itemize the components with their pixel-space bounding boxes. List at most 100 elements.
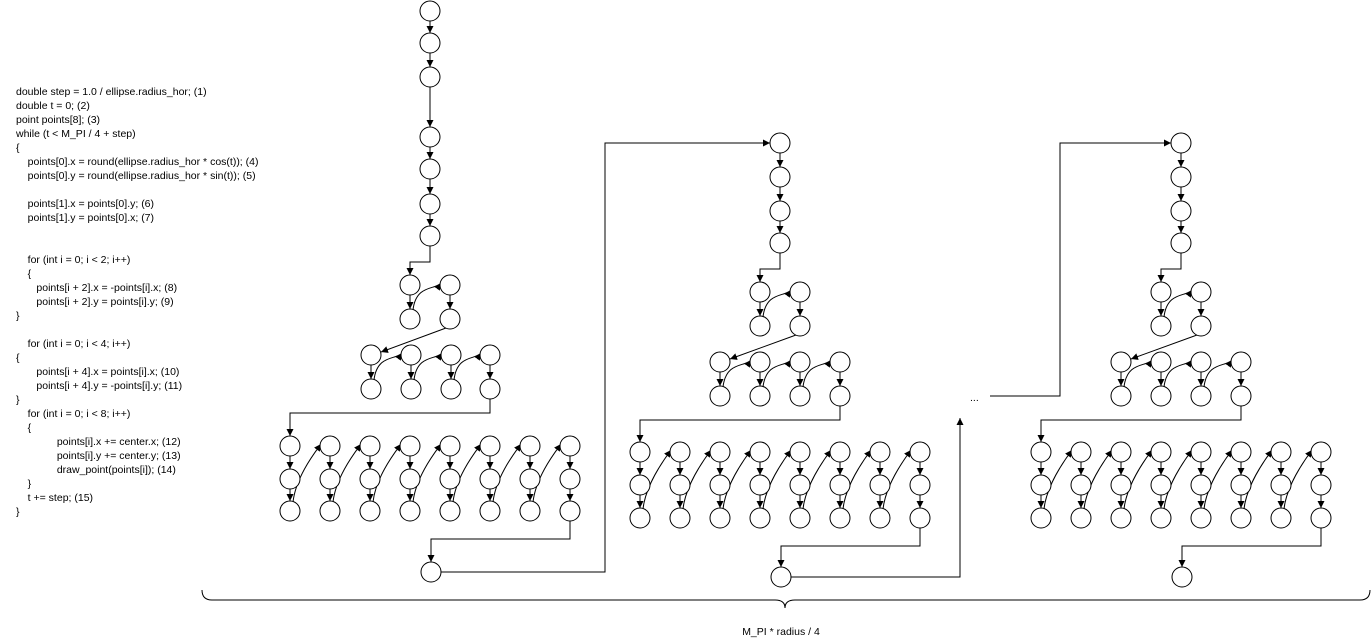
graph-edge [802, 449, 832, 510]
graph-node [319, 468, 341, 490]
code-line: { [16, 268, 32, 280]
graph-node [869, 474, 891, 496]
graph-node [1150, 474, 1172, 496]
graph-node [440, 344, 462, 366]
graph-node [709, 474, 731, 496]
brace-label: M_PI * radius / 4 [742, 626, 820, 638]
code-listing: double step = 1.0 / ellipse.radius_hor; … [16, 85, 258, 519]
graph-edge [372, 443, 402, 503]
graph-edge [722, 359, 752, 388]
graph-edge [1157, 253, 1182, 282]
graph-node [419, 193, 441, 215]
graph-edge [286, 399, 491, 436]
graph-node [1171, 566, 1193, 588]
graph-edge [842, 449, 872, 510]
graph-node [909, 507, 931, 529]
graph-edge [756, 253, 781, 282]
graph-node [1110, 474, 1132, 496]
graph-node [419, 0, 441, 22]
code-line: for (int i = 0; i < 8; i++) [16, 408, 131, 420]
graph-node [319, 435, 341, 457]
graph-node [1150, 507, 1172, 529]
graph-node [749, 281, 771, 303]
graph-edge [1043, 449, 1073, 510]
graph-edge [777, 528, 921, 567]
graph-edge [762, 289, 792, 318]
code-line: } [16, 310, 20, 322]
graph-edge [406, 246, 431, 275]
graph-node [440, 378, 462, 400]
graph-node [629, 507, 651, 529]
graph-node [559, 435, 581, 457]
code-line: draw_point(points[i]); (14) [16, 464, 176, 476]
graph-node [1190, 281, 1212, 303]
graph-node [1110, 385, 1132, 407]
graph-node [1310, 441, 1332, 463]
graph-node [769, 232, 791, 254]
graph-node [559, 468, 581, 490]
graph-node [419, 126, 441, 148]
graph-node [769, 166, 791, 188]
graph-edge [332, 443, 362, 503]
code-line: t += step; (15) [16, 492, 94, 504]
code-line: points[0].x = round(ellipse.radius_hor *… [16, 156, 259, 168]
graph-node [439, 435, 461, 457]
graph-node [1110, 441, 1132, 463]
graph-node [769, 200, 791, 222]
code-line: for (int i = 0; i < 4; i++) [16, 338, 131, 350]
graph-node [1170, 166, 1192, 188]
graph-node [829, 441, 851, 463]
graph-node [909, 474, 931, 496]
graph-edge [1163, 289, 1193, 318]
graph-node [829, 507, 851, 529]
graph-edge [427, 521, 571, 562]
ellipsis-label: ... [970, 392, 979, 404]
code-line: } [16, 478, 32, 490]
graph-node [709, 351, 731, 373]
graph-edge [1203, 449, 1233, 510]
graph-node [420, 561, 442, 583]
code-line: points[0].y = round(ellipse.radius_hor *… [16, 170, 256, 182]
graph-node [789, 507, 811, 529]
graph-edge [412, 282, 442, 311]
graph-node [1310, 507, 1332, 529]
iterations-brace [201, 589, 1371, 609]
graph-node [769, 132, 791, 154]
graph-node [1190, 441, 1212, 463]
graph-node [1230, 474, 1252, 496]
graph-node [419, 66, 441, 88]
graph-node [1030, 474, 1052, 496]
graph-node [749, 507, 771, 529]
graph-node [1070, 474, 1092, 496]
graph-node [279, 468, 301, 490]
graph-node [1190, 474, 1212, 496]
graph-node [279, 500, 301, 522]
code-line: { [16, 352, 20, 364]
graph-node [709, 385, 731, 407]
graph-edge [990, 139, 1171, 397]
graph-node [1150, 281, 1172, 303]
graph-node [439, 468, 461, 490]
code-line: } [16, 506, 20, 518]
code-line: points[i + 2].y = points[i].y; (9) [16, 296, 174, 308]
graph-node [1310, 474, 1332, 496]
code-line: double t = 0; (2) [16, 100, 90, 112]
graph-edge [762, 359, 792, 388]
graph-node [399, 274, 421, 296]
code-line: points[i].x += center.x; (12) [16, 436, 181, 448]
graph-node [439, 308, 461, 330]
graph-node [749, 441, 771, 463]
graph-node [1030, 507, 1052, 529]
graph-node [1110, 507, 1132, 529]
graph-edge [373, 352, 403, 381]
code-line: while (t < M_PI / 4 + step) [16, 128, 136, 140]
code-line: points[i].y += center.y; (13) [16, 450, 181, 462]
graph-node [1150, 385, 1172, 407]
graph-node [519, 500, 541, 522]
graph-node [1270, 441, 1292, 463]
code-line: for (int i = 0; i < 2; i++) [16, 254, 131, 266]
graph-node [770, 566, 792, 588]
graph-node [1070, 507, 1092, 529]
code-line: points[i + 4].x = points[i].x; (10) [16, 366, 180, 378]
